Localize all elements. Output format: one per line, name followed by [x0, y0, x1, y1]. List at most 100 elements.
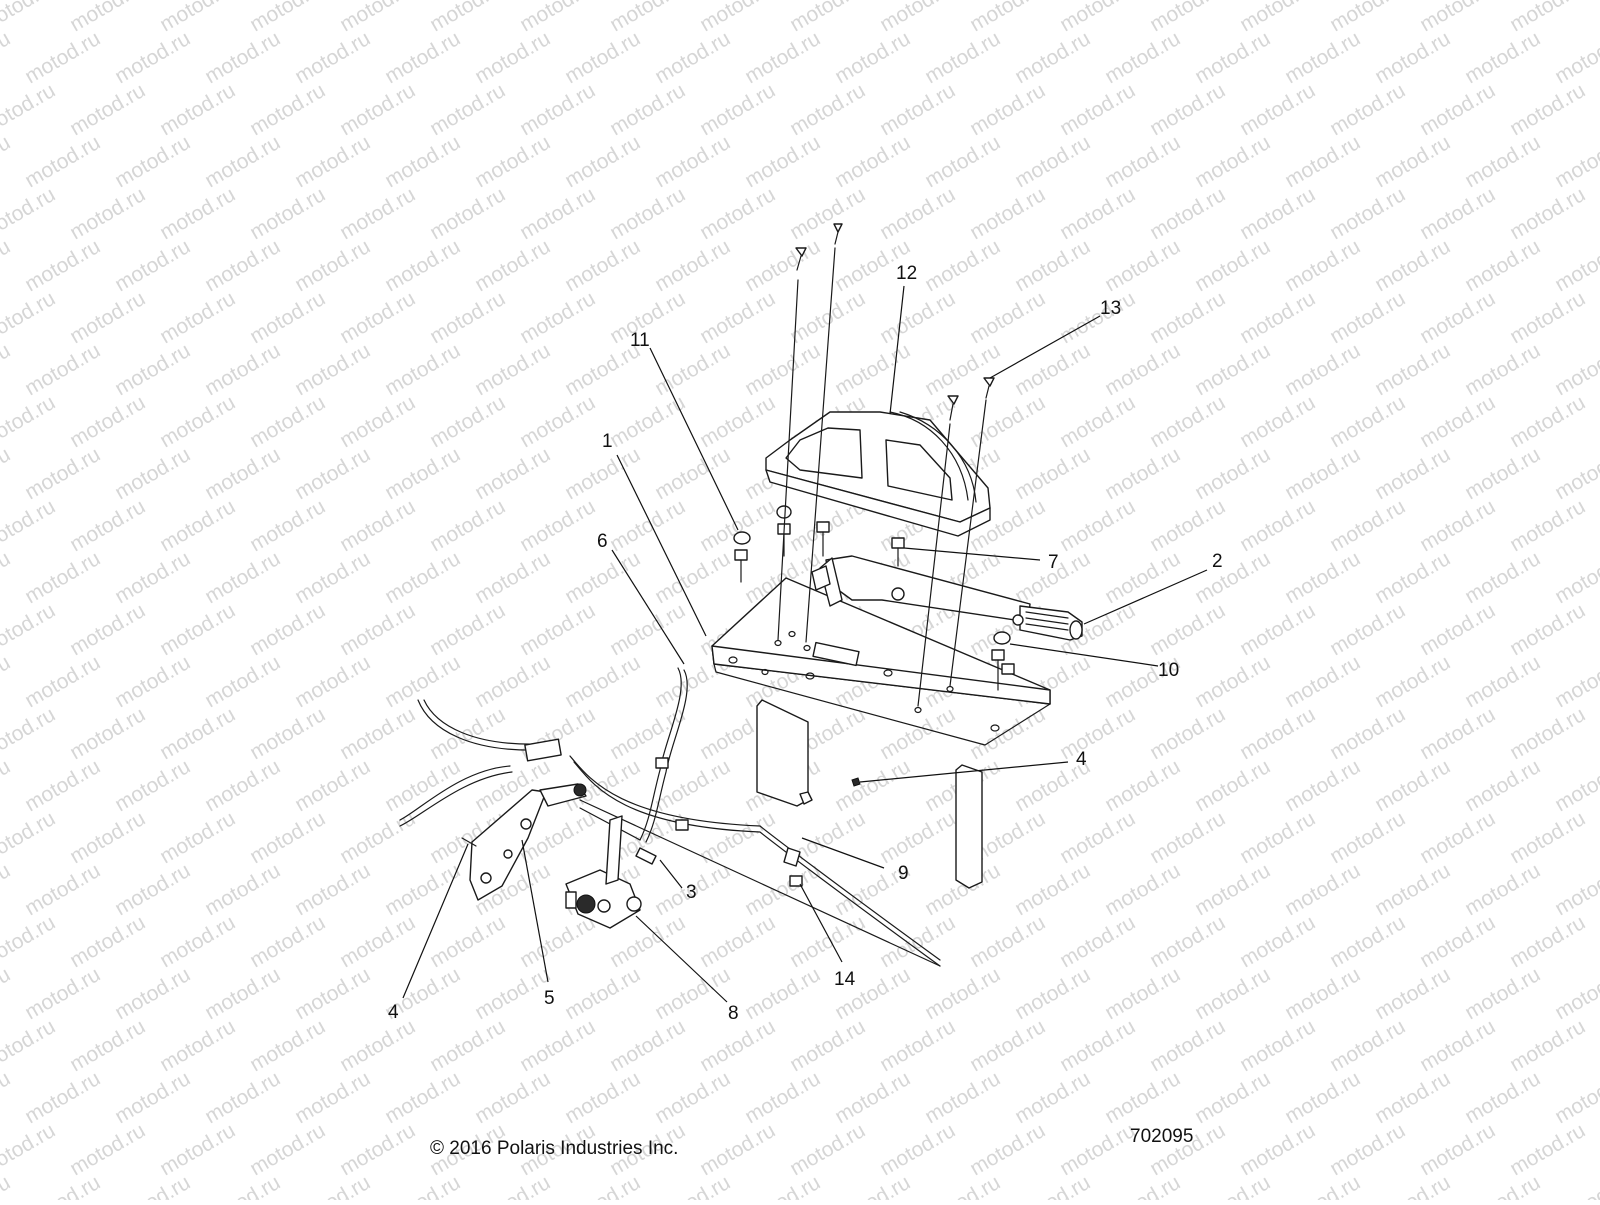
watermark-text: motod.ru: [201, 339, 284, 400]
watermark-text: motod.ru: [1101, 131, 1184, 192]
watermark-text: motod.ru: [1011, 963, 1094, 1024]
watermark-text: motod.ru: [471, 963, 554, 1024]
watermark-text: motod.ru: [1011, 443, 1094, 504]
watermark-text: motod.ru: [1281, 859, 1364, 920]
watermark-text: motod.ru: [0, 287, 59, 348]
watermark-text: motod.ru: [201, 651, 284, 712]
watermark-text: motod.ru: [66, 703, 149, 764]
watermark-text: motod.ru: [1146, 79, 1229, 140]
watermark-text: motod.ru: [606, 1015, 689, 1076]
watermark-text: motod.ru: [1101, 235, 1184, 296]
watermark-text: motod.ru: [66, 79, 149, 140]
watermark-text: motod.ru: [1056, 79, 1139, 140]
watermark-text: motod.ru: [246, 703, 329, 764]
callout-12: 12: [896, 263, 917, 284]
watermark-text: motod.ru: [0, 651, 14, 712]
watermark-text: motod.ru: [381, 339, 464, 400]
watermark-text: motod.ru: [1416, 287, 1499, 348]
watermark-text: motod.ru: [156, 703, 239, 764]
watermark-text: motod.ru: [1146, 703, 1229, 764]
watermark-text: motod.ru: [66, 1119, 149, 1180]
watermark-text: motod.ru: [0, 27, 14, 88]
watermark-text: motod.ru: [831, 1067, 914, 1128]
watermark-text: motod.ru: [1281, 131, 1364, 192]
watermark-text: motod.ru: [1101, 859, 1184, 920]
watermark-text: motod.ru: [741, 859, 824, 920]
watermark-text: motod.ru: [921, 131, 1004, 192]
callout-4-upper: 4: [1076, 749, 1087, 770]
watermark-text: motod.ru: [606, 495, 689, 556]
watermark-text: motod.ru: [1506, 703, 1589, 764]
watermark-text: motod.ru: [1101, 963, 1184, 1024]
watermark-text: motod.ru: [831, 1171, 914, 1200]
watermark-text: motod.ru: [1371, 443, 1454, 504]
watermark-text: motod.ru: [1146, 807, 1229, 868]
callout-4-lower: 4: [388, 1002, 399, 1023]
watermark-text: motod.ru: [1461, 859, 1544, 920]
watermark-text: motod.ru: [111, 131, 194, 192]
watermark-text: motod.ru: [1056, 1119, 1139, 1180]
watermark-text: motod.ru: [1461, 1067, 1544, 1128]
watermark-text: motod.ru: [1326, 703, 1409, 764]
watermark-text: motod.ru: [1416, 1119, 1499, 1180]
watermark-text: motod.ru: [1506, 391, 1589, 452]
watermark-text: motod.ru: [1596, 1015, 1600, 1076]
watermark-text: motod.ru: [0, 547, 14, 608]
watermark-text: motod.ru: [291, 547, 374, 608]
watermark-text: motod.ru: [561, 1067, 644, 1128]
watermark-text: motod.ru: [741, 963, 824, 1024]
watermark-text: motod.ru: [1236, 495, 1319, 556]
watermark-text: motod.ru: [0, 807, 59, 868]
callout-14: 14: [834, 969, 856, 990]
watermark-text: motod.ru: [741, 1171, 824, 1200]
watermark-text: motod.ru: [1101, 755, 1184, 816]
watermark-text: motod.ru: [1236, 391, 1319, 452]
watermark-text: motod.ru: [1236, 79, 1319, 140]
watermark-text: motod.ru: [66, 183, 149, 244]
watermark-text: motod.ru: [561, 131, 644, 192]
watermark-text: motod.ru: [1596, 807, 1600, 868]
watermark-text: motod.ru: [1371, 755, 1454, 816]
watermark-text: motod.ru: [381, 547, 464, 608]
watermark-text: motod.ru: [156, 599, 239, 660]
watermark-text: motod.ru: [786, 0, 869, 36]
watermark-text: motod.ru: [696, 183, 779, 244]
watermark-text: motod.ru: [1371, 235, 1454, 296]
watermark-text: motod.ru: [111, 651, 194, 712]
watermark-text: motod.ru: [0, 443, 14, 504]
plate-holes: [728, 630, 1000, 732]
screw-set: [795, 223, 995, 421]
watermark-text: motod.ru: [1191, 1067, 1274, 1128]
watermark-text: motod.ru: [1236, 1119, 1319, 1180]
callout-2: 2: [1212, 551, 1223, 572]
watermark-text: motod.ru: [1011, 27, 1094, 88]
watermark-text: motod.ru: [1281, 755, 1364, 816]
watermark-text: motod.ru: [111, 443, 194, 504]
watermark-text: motod.ru: [1551, 859, 1600, 920]
watermark-text: motod.ru: [21, 963, 104, 1024]
watermark-text: motod.ru: [1371, 339, 1454, 400]
watermark-text: motod.ru: [426, 1015, 509, 1076]
watermark-text: motod.ru: [0, 963, 14, 1024]
watermark-text: motod.ru: [0, 0, 59, 36]
watermark-text: motod.ru: [516, 1015, 599, 1076]
watermark-text: motod.ru: [1506, 287, 1589, 348]
watermark-text: motod.ru: [1101, 1171, 1184, 1200]
watermark-text: motod.ru: [921, 235, 1004, 296]
watermark-text: motod.ru: [0, 1119, 59, 1180]
watermark-text: motod.ru: [1056, 911, 1139, 972]
watermark-text: motod.ru: [111, 547, 194, 608]
watermark-text: motod.ru: [291, 859, 374, 920]
watermark-text: motod.ru: [0, 911, 59, 972]
watermark-text: motod.ru: [1551, 443, 1600, 504]
watermark-text: motod.ru: [1326, 599, 1409, 660]
watermark-text: motod.ru: [516, 0, 599, 36]
watermark-text: motod.ru: [1236, 1015, 1319, 1076]
watermark-text: motod.ru: [1551, 235, 1600, 296]
handbrake-lever: [811, 555, 1083, 641]
watermark-text: motod.ru: [1011, 1171, 1094, 1200]
watermark-text: motod.ru: [21, 1067, 104, 1128]
watermark-text: motod.ru: [1416, 391, 1499, 452]
watermark-text: motod.ru: [1191, 1171, 1274, 1200]
